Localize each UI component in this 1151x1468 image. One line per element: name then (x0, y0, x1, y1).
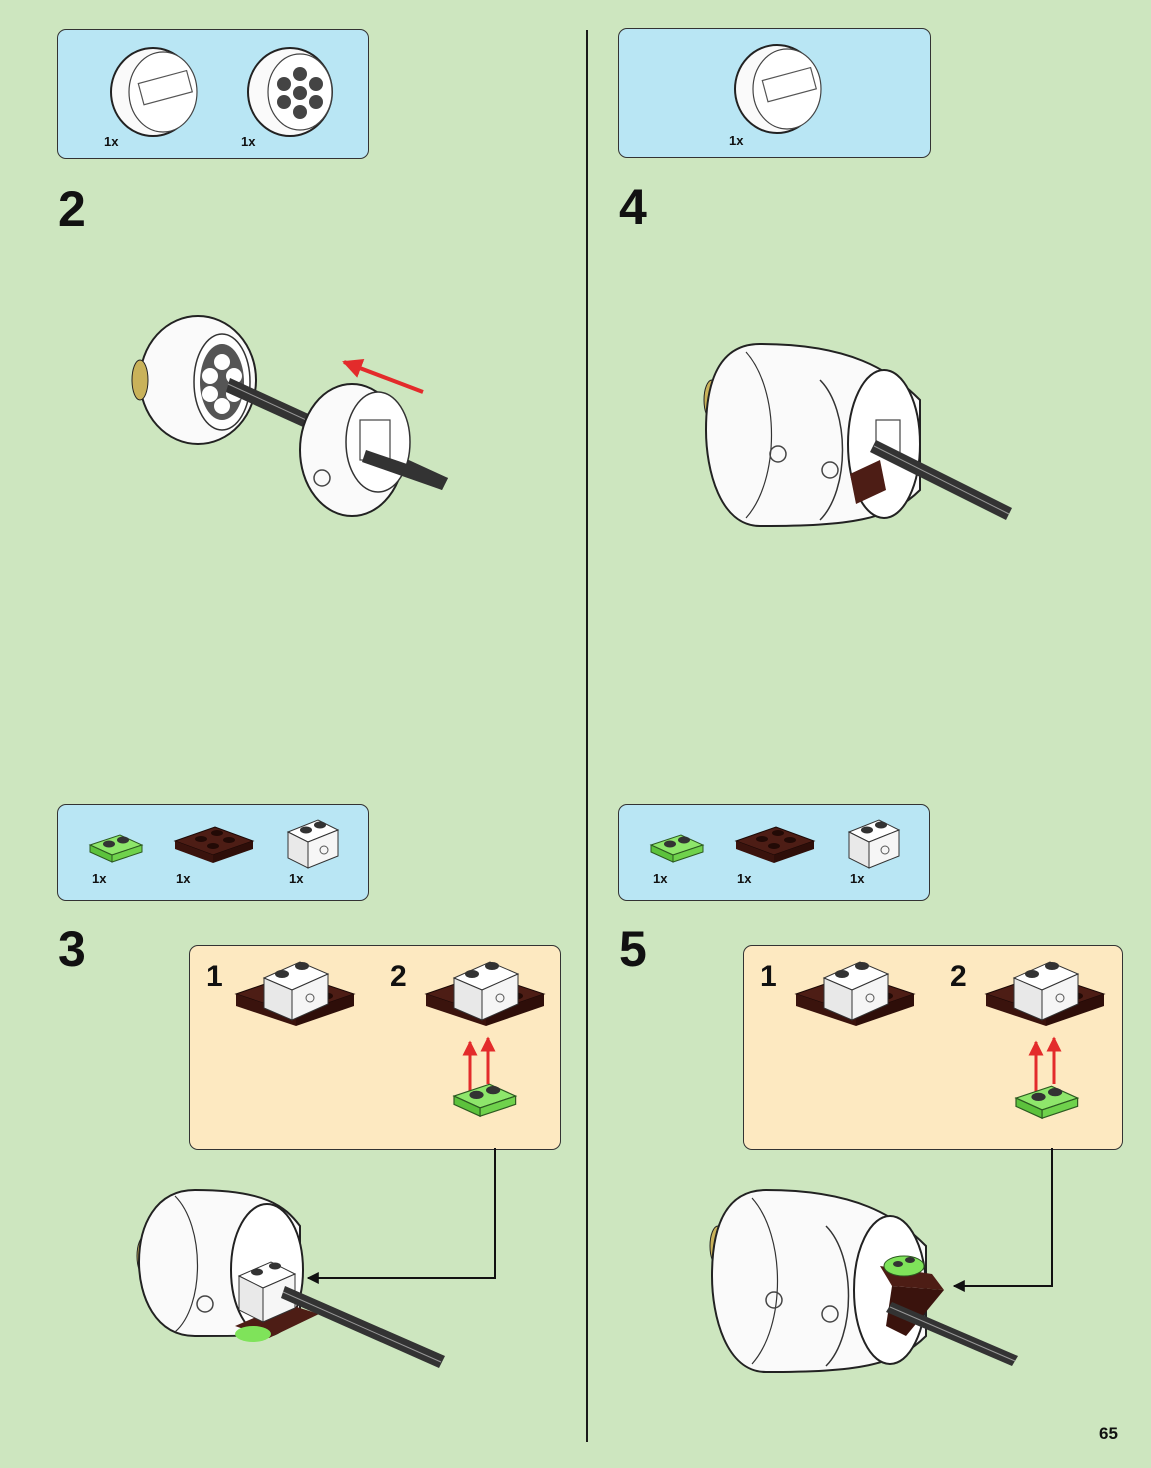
lime-plate-1x2-icon (89, 834, 143, 863)
step-number: 2 (58, 181, 86, 237)
substep-1-illustration (235, 961, 355, 1027)
step-3-assembly-illustration (136, 1188, 445, 1368)
step-5-assembly-illustration (709, 1188, 1018, 1374)
subassembly-box-step-5: 1 2 (743, 945, 1123, 1150)
page-divider (586, 30, 588, 1442)
substep-2-illustration (425, 961, 545, 1027)
callout-pointer-line (952, 1148, 1053, 1292)
substep-number: 2 (950, 960, 967, 993)
red-arrows-up (1028, 1036, 1062, 1092)
part-qty: 1x (850, 871, 865, 886)
wheel-rim-icon (110, 47, 198, 137)
lime-plate-illustration (453, 1083, 517, 1117)
lime-plate-1x2-icon (650, 834, 704, 863)
substep-1-illustration (795, 961, 915, 1027)
white-brick-1x2-icon (287, 819, 339, 869)
step-number: 4 (619, 179, 647, 235)
part-qty: 1x (176, 871, 191, 886)
part-qty: 1x (729, 133, 744, 148)
subassembly-box-step-3: 1 2 (189, 945, 561, 1150)
parts-box-step-3: 1x 1x 1x (57, 804, 369, 901)
step-4-assembly-illustration (703, 342, 1012, 528)
parts-box-step-4: 1x (618, 28, 931, 158)
part-qty: 1x (653, 871, 668, 886)
brown-plate-2x2-icon (735, 826, 815, 864)
brown-plate-2x2-icon (174, 826, 254, 864)
parts-box-step-5: 1x 1x 1x (618, 804, 930, 901)
page-number: 65 (1099, 1424, 1118, 1443)
substep-number: 2 (390, 960, 407, 993)
step-number: 5 (619, 921, 647, 977)
part-qty: 1x (241, 134, 256, 149)
red-arrows-up (462, 1036, 496, 1092)
part-qty: 1x (737, 871, 752, 886)
part-qty: 1x (92, 871, 107, 886)
part-qty: 1x (104, 134, 119, 149)
lime-plate-illustration (1015, 1085, 1079, 1119)
wheel-rim-icon (734, 44, 822, 134)
substep-2-illustration (985, 961, 1105, 1027)
wheel-hub-icon (247, 47, 333, 137)
step-number: 3 (58, 921, 86, 977)
substep-number: 1 (206, 960, 223, 993)
step-2-assembly-illustration (131, 315, 448, 517)
parts-box-step-2: 1x 1x (57, 29, 369, 159)
callout-pointer-line (306, 1148, 496, 1284)
white-brick-1x2-icon (848, 819, 900, 869)
substep-number: 1 (760, 960, 777, 993)
part-qty: 1x (289, 871, 304, 886)
